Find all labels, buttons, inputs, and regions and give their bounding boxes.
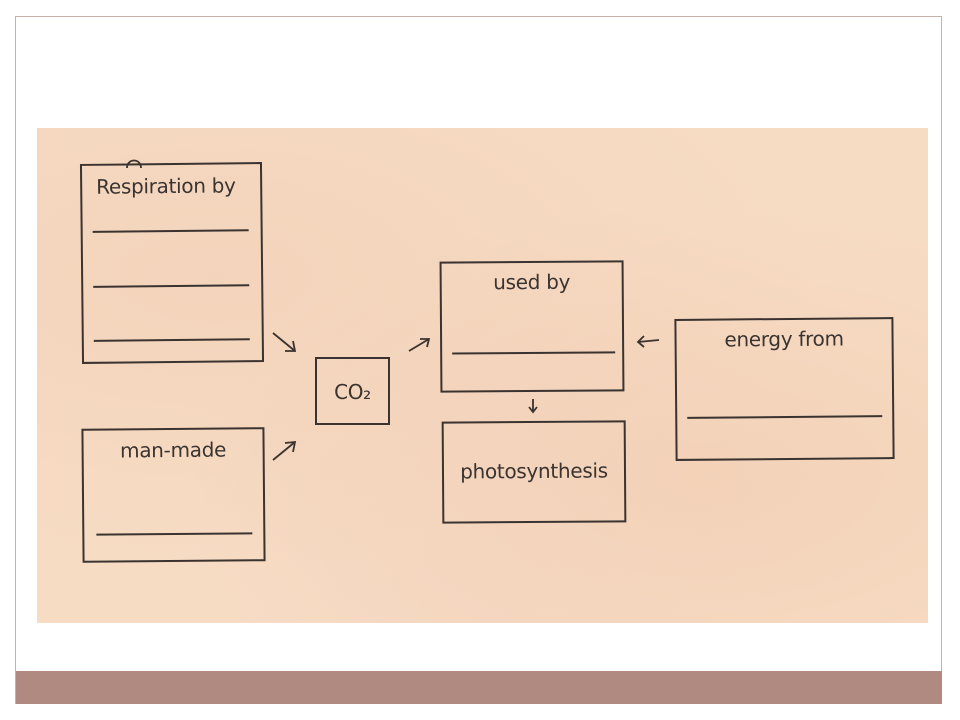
- answer-blank: [452, 351, 616, 355]
- used-by-box: used by: [439, 260, 625, 393]
- man-made-box: man-made: [81, 427, 266, 563]
- energy-from-label: energy from: [724, 326, 844, 352]
- co2-box: CO₂: [315, 357, 390, 425]
- answer-blank: [93, 338, 250, 342]
- footer-bar: [16, 671, 942, 704]
- worksheet-scan: Respiration by man-made CO₂ used by phot…: [37, 128, 928, 623]
- answer-blank: [687, 415, 883, 419]
- circle-mark: [126, 159, 142, 169]
- arrow-manmade-to-co2: [272, 440, 297, 461]
- energy-from-box: energy from: [674, 317, 895, 461]
- man-made-label: man-made: [120, 437, 227, 463]
- co2-label: CO₂: [334, 380, 371, 404]
- arrow-co2-to-used-by: [408, 338, 431, 352]
- arrow-energy-to-used-by: [636, 335, 660, 348]
- photosynthesis-box: photosynthesis: [441, 420, 627, 524]
- arrow-respiration-to-co2: [272, 332, 297, 352]
- respiration-label: Respiration by: [96, 173, 236, 199]
- answer-blank: [96, 532, 253, 536]
- arrow-used-by-to-photosynthesis: [528, 399, 538, 414]
- answer-blank: [93, 284, 250, 288]
- answer-blank: [92, 229, 249, 233]
- used-by-label: used by: [493, 269, 571, 295]
- respiration-box: Respiration by: [79, 162, 265, 364]
- photosynthesis-label: photosynthesis: [460, 458, 608, 484]
